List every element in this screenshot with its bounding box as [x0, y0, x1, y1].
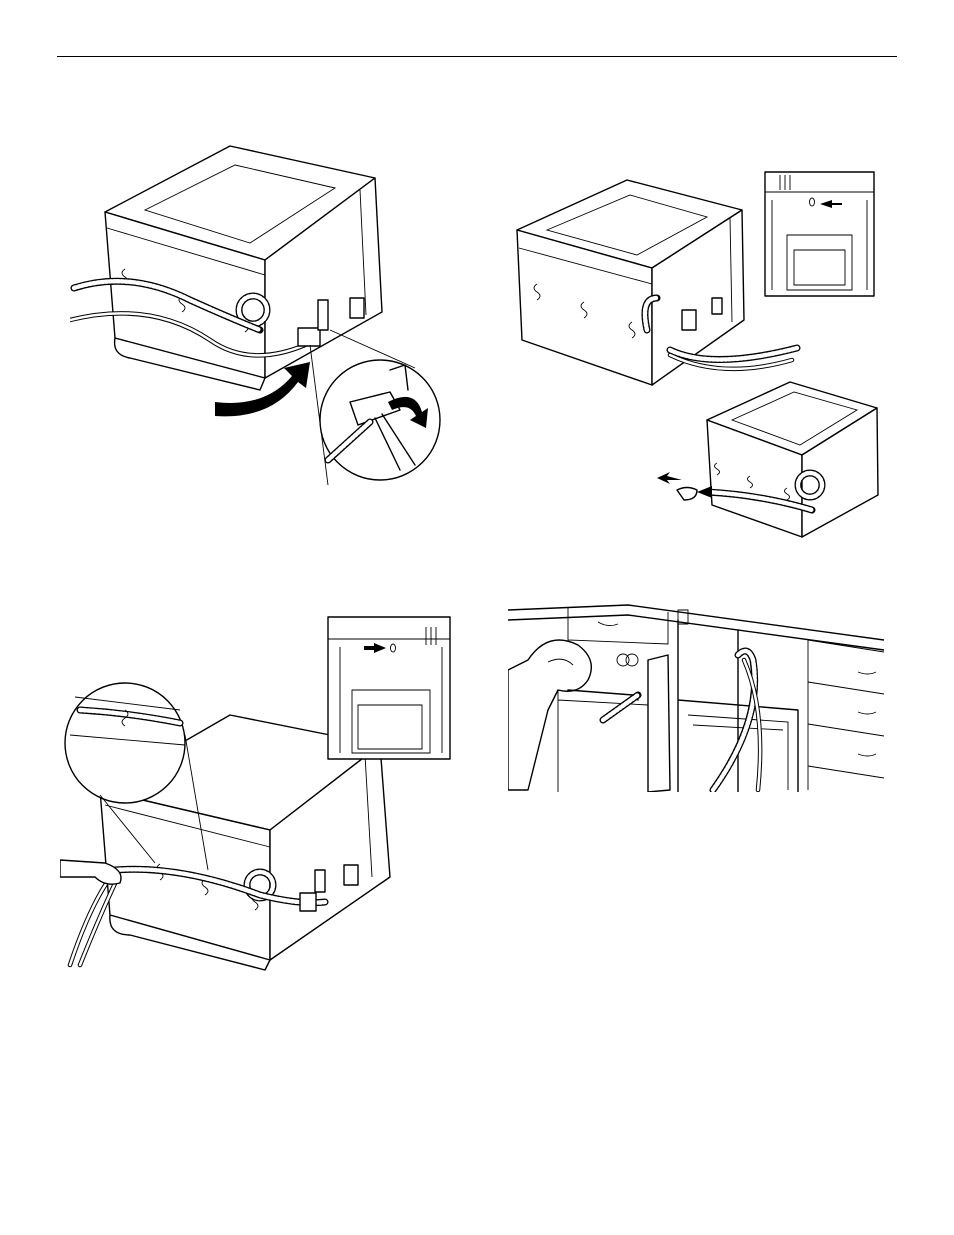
figure-pull-hose-through-clips — [60, 615, 452, 975]
figure-hose-routing — [512, 170, 884, 540]
figure-feed-hose-through-cabinet — [508, 600, 884, 792]
header-rule — [57, 56, 897, 57]
figure-rear-connection — [70, 140, 450, 485]
